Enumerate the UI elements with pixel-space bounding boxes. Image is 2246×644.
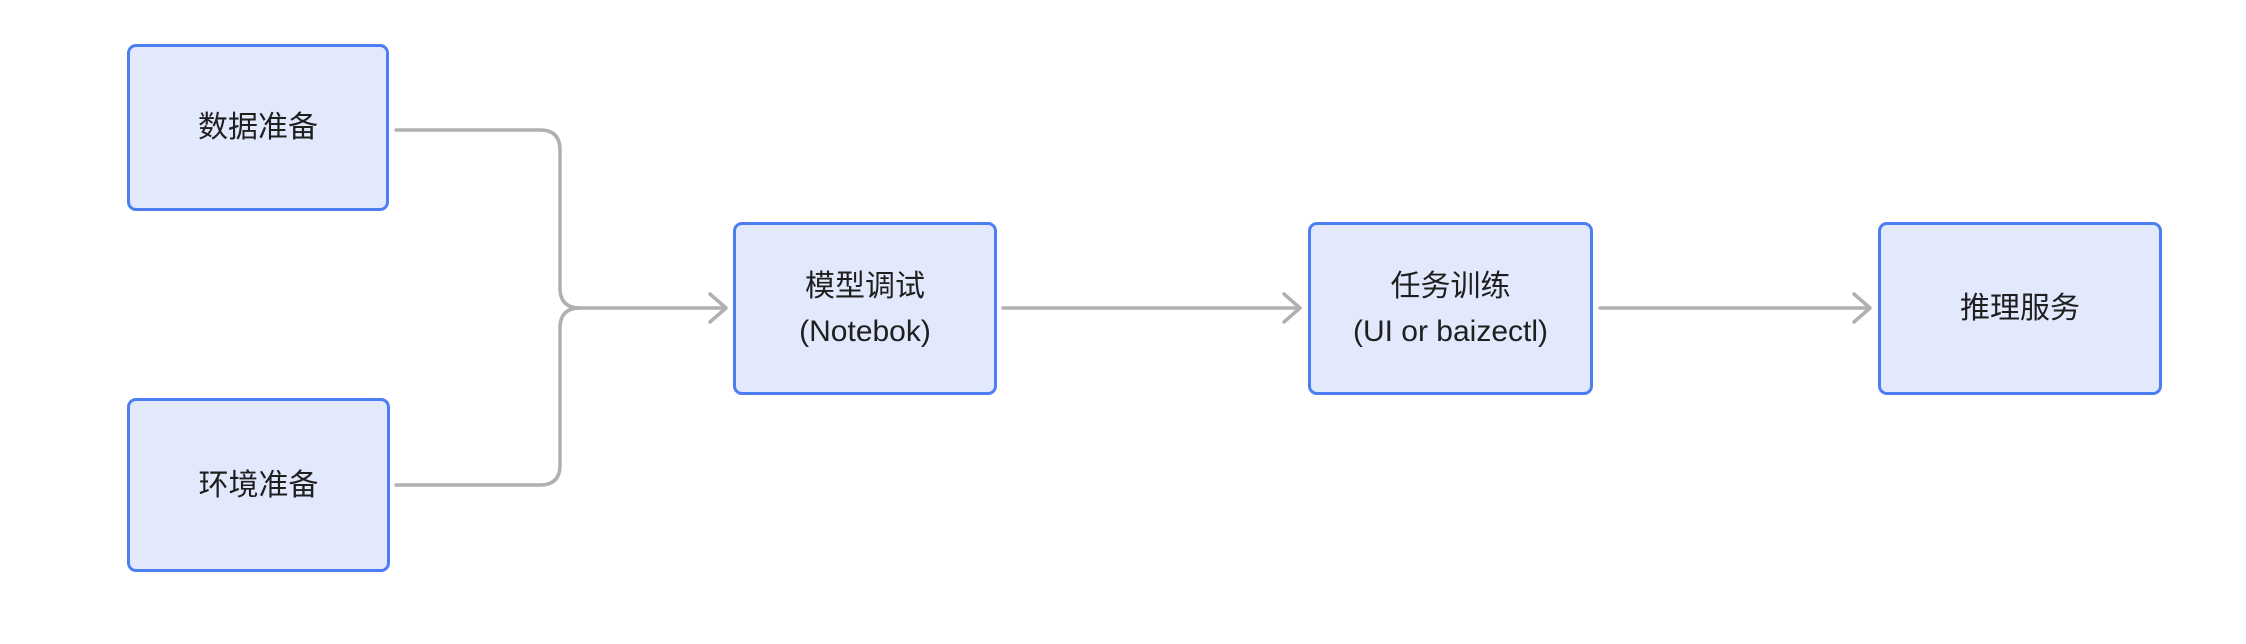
node-task-training-sublabel: (UI or baizectl) (1352, 314, 1549, 348)
node-model-debug-sublabel: (Notebok) (799, 314, 931, 348)
node-task-training: 任务训练 (UI or baizectl) (1308, 222, 1593, 395)
node-inference-service: 推理服务 (1878, 222, 2162, 395)
edge-env-prep-to-model-debug (394, 306, 582, 487)
node-data-prep-label: 数据准备 (198, 111, 318, 144)
node-env-prep-label: 环境准备 (198, 468, 319, 502)
node-model-debug-label: 模型调试 (805, 269, 925, 303)
node-model-debug: 模型调试 (Notebok) (733, 222, 997, 395)
node-data-prep: 数据准备 (127, 44, 389, 211)
arrowhead-icon (708, 292, 728, 324)
node-env-prep: 环境准备 (127, 398, 390, 572)
arrowhead-icon (1282, 292, 1302, 324)
node-inference-service-label: 推理服务 (1960, 292, 2080, 325)
node-task-training-label: 任务训练 (1390, 269, 1511, 303)
arrowhead-icon (1852, 292, 1872, 324)
edge-data-prep-to-model-debug (394, 128, 582, 310)
